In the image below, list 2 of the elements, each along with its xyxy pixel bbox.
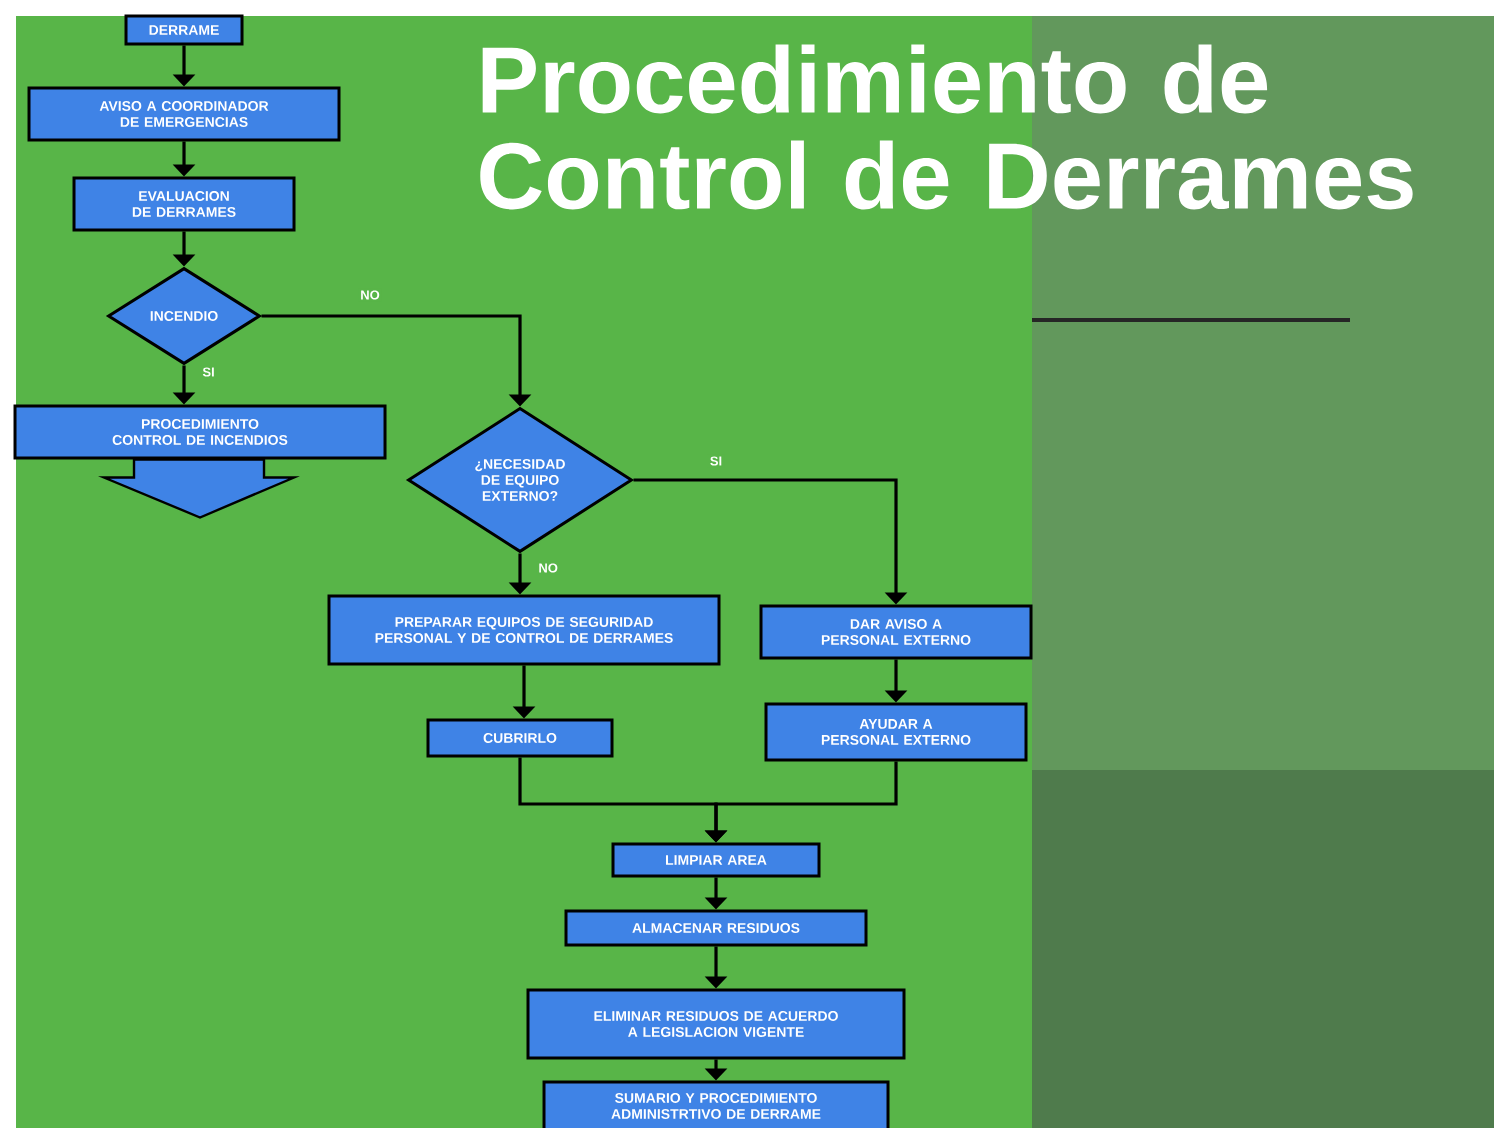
block-arrow (98, 458, 300, 519)
slide-title: Procedimiento de Control de Derrames (480, 44, 1413, 210)
